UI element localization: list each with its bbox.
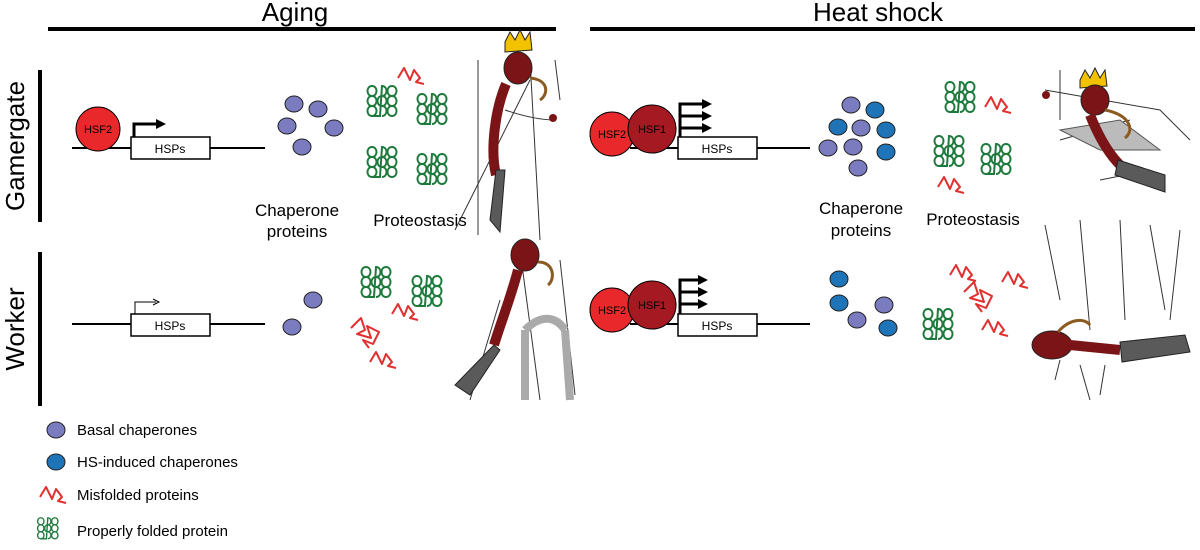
hs-gamergate-proteins: [933, 81, 1012, 194]
hsps-label: HSPs: [702, 142, 733, 156]
hs-chaperone-swatch: [46, 453, 66, 471]
gamergate-ant-heatshock: [1042, 66, 1191, 193]
legend: Basal chaperones HS-induced chaperones M…: [36, 421, 238, 540]
hs-gamergate-gene: HSPs HSF2 HSF1: [589, 99, 810, 160]
proteostasis-label: Proteostasis: [926, 210, 1020, 229]
legend-basal: Basal chaperones: [77, 422, 197, 439]
aging-gamergate-gene: HSPs HSF2: [72, 106, 265, 160]
legend-folded: Properly folded protein: [77, 523, 228, 540]
aging-gamergate-chaperones: [277, 95, 344, 156]
proteostasis-label: Proteostasis: [373, 211, 467, 230]
worker-label: Worker: [0, 287, 30, 371]
aging-title: Aging: [262, 0, 329, 27]
chaperone-label-1: Chaperone: [819, 199, 903, 218]
hs-worker-chaperones: [829, 270, 898, 337]
hsf2-label: HSF2: [84, 124, 112, 136]
aging-worker-gene: HSPs: [72, 298, 265, 337]
misfolded-swatch: [39, 486, 67, 504]
hsps-label: HSPs: [702, 319, 733, 333]
gamergate-label: Gamergate: [0, 81, 30, 211]
worker-ant-heatshock: [1031, 219, 1191, 401]
gamergate-ant-aging: [454, 28, 561, 241]
chaperone-label-2: proteins: [831, 221, 891, 240]
aging-worker-proteins: [350, 266, 443, 369]
legend-hs-induced: HS-induced chaperones: [77, 454, 238, 471]
legend-misfolded: Misfolded proteins: [77, 487, 199, 504]
hsf2-label: HSF2: [598, 305, 626, 317]
hsps-label: HSPs: [155, 319, 186, 333]
hs-gamergate-chaperones: [818, 96, 896, 177]
hsf1-label: HSF1: [638, 124, 666, 136]
worker-ant-aging: [454, 238, 576, 401]
hsf1-label: HSF1: [638, 300, 666, 312]
hs-worker-proteins: [922, 264, 1029, 340]
chaperone-label-2: proteins: [267, 222, 327, 241]
folded-swatch: [36, 517, 59, 540]
aging-worker-chaperones: [282, 291, 323, 336]
aging-gamergate-proteins: [366, 67, 448, 185]
heat-shock-title: Heat shock: [813, 0, 944, 27]
chaperone-label-1: Chaperone: [255, 201, 339, 220]
basal-chaperone-swatch: [46, 421, 66, 439]
hsf2-label: HSF2: [598, 129, 626, 141]
hs-worker-gene: HSPs HSF2 HSF1: [589, 275, 810, 337]
hsps-label: HSPs: [155, 142, 186, 156]
